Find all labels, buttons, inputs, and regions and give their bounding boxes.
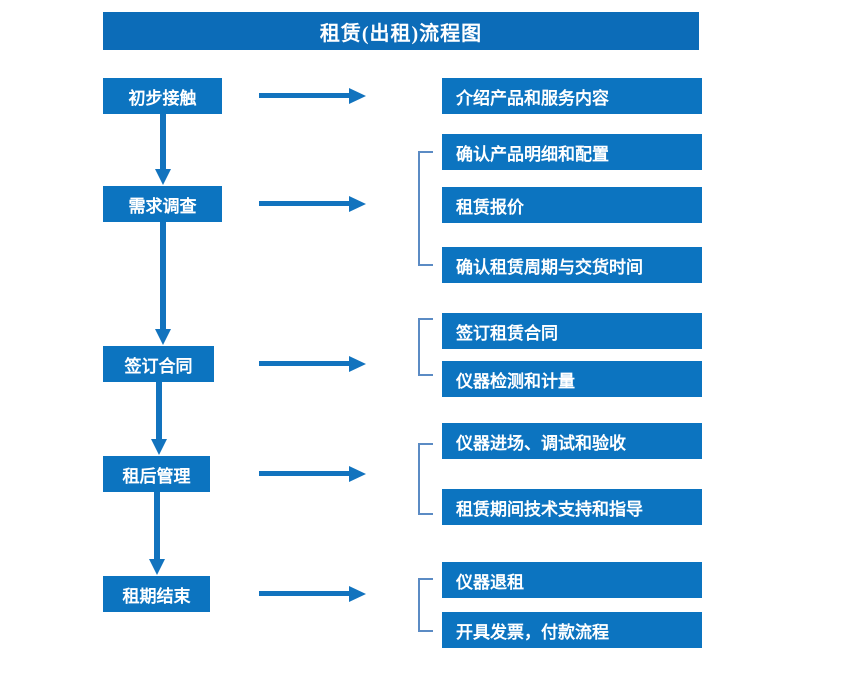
arrow-down-icon-2 — [154, 222, 172, 346]
stage-node-4[interactable]: 租后管理 — [103, 456, 210, 492]
stage-node-2-label: 需求调查 — [128, 196, 197, 216]
detail-node-2-3-label: 确认租赁周期与交货时间 — [456, 257, 643, 277]
stage-node-5[interactable]: 租期结束 — [103, 576, 210, 612]
detail-node-4-2-label: 租赁期间技术支持和指导 — [456, 499, 643, 519]
detail-node-3-2-label: 仪器检测和计量 — [456, 371, 575, 391]
stage-node-4-label: 租后管理 — [122, 466, 191, 486]
arrow-down-icon-3 — [150, 382, 168, 456]
detail-node-5-1-label: 仪器退租 — [456, 572, 524, 592]
detail-node-5-2[interactable]: 开具发票，付款流程 — [442, 612, 702, 648]
stage-node-2[interactable]: 需求调查 — [103, 186, 222, 222]
detail-node-5-2-label: 开具发票，付款流程 — [456, 622, 609, 642]
stage-node-3[interactable]: 签订合同 — [103, 346, 214, 382]
detail-node-3-2[interactable]: 仪器检测和计量 — [442, 361, 702, 397]
arrow-right-icon-4 — [259, 466, 367, 482]
detail-node-2-2[interactable]: 租赁报价 — [442, 187, 702, 223]
stage-node-3-label: 签订合同 — [124, 356, 193, 376]
detail-node-2-2-label: 租赁报价 — [456, 197, 524, 217]
detail-node-5-1[interactable]: 仪器退租 — [442, 562, 702, 598]
detail-node-4-1-label: 仪器进场、调试和验收 — [456, 433, 626, 453]
bracket-left-icon-3 — [418, 318, 433, 376]
stage-node-5-label: 租期结束 — [122, 586, 191, 606]
arrow-down-icon-1 — [154, 114, 172, 186]
detail-node-3-1-label: 签订租赁合同 — [456, 323, 558, 343]
arrow-down-icon-4 — [148, 492, 166, 576]
diagram-title-bar: 租赁(出租)流程图 — [103, 12, 699, 50]
stage-node-1-label: 初步接触 — [128, 88, 197, 108]
detail-node-4-2[interactable]: 租赁期间技术支持和指导 — [442, 489, 702, 525]
detail-node-4-1[interactable]: 仪器进场、调试和验收 — [442, 423, 702, 459]
detail-node-1-1[interactable]: 介绍产品和服务内容 — [442, 78, 702, 114]
detail-node-3-1[interactable]: 签订租赁合同 — [442, 313, 702, 349]
arrow-right-icon-1 — [259, 88, 367, 104]
stage-node-1[interactable]: 初步接触 — [103, 78, 222, 114]
arrow-right-icon-3 — [259, 356, 367, 372]
bracket-left-icon-5 — [418, 578, 433, 632]
detail-node-1-1-label: 介绍产品和服务内容 — [456, 88, 609, 108]
diagram-title: 租赁(出租)流程图 — [319, 22, 483, 45]
arrow-right-icon-2 — [259, 196, 367, 212]
detail-node-2-1[interactable]: 确认产品明细和配置 — [442, 134, 702, 170]
bracket-left-icon-2 — [418, 151, 433, 266]
bracket-left-icon-4 — [418, 443, 433, 515]
detail-node-2-3[interactable]: 确认租赁周期与交货时间 — [442, 247, 702, 283]
arrow-right-icon-5 — [259, 586, 367, 602]
detail-node-2-1-label: 确认产品明细和配置 — [456, 144, 609, 164]
